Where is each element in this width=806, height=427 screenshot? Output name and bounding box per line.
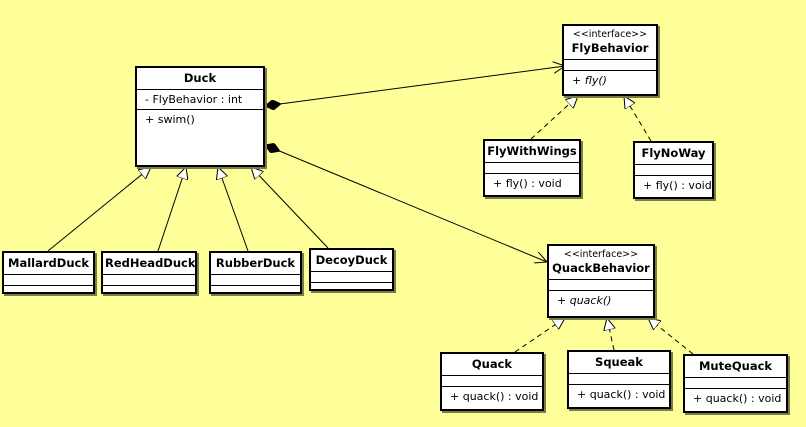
operation: + fly() : void (493, 177, 562, 190)
operation: + quack() : void (450, 390, 539, 403)
class-name: RubberDuck (215, 256, 296, 270)
attributes-section (549, 280, 653, 291)
attributes-section (685, 378, 786, 389)
inherit-redhead-line (157, 167, 186, 252)
operations-section: + fly() : void (485, 174, 579, 193)
realize-mutequack-line (648, 318, 694, 355)
operations-section (211, 286, 300, 296)
composition-quack-line (265, 145, 547, 262)
class-name: FlyWithWings (487, 144, 577, 158)
operations-section: + quack() : void (685, 389, 786, 408)
operation: + quack() : void (577, 388, 666, 401)
realize-flywithwings-line (530, 96, 578, 140)
class-mallardduck[interactable]: MallardDuck (2, 251, 95, 294)
stereotype-label: <<interface>> (563, 249, 639, 260)
interface-flybehavior[interactable]: <<interface>> FlyBehavior + fly() (562, 24, 658, 96)
class-squeak[interactable]: Squeak + quack() : void (567, 350, 671, 409)
realize-flynoway-line (624, 96, 652, 142)
class-decoyduck[interactable]: DecoyDuck (309, 248, 394, 291)
interface-quackbehavior[interactable]: <<interface>> QuackBehavior + quack() (547, 244, 655, 318)
class-duck[interactable]: Duck - FlyBehavior : int + swim() (135, 66, 265, 167)
attributes-section (635, 165, 712, 176)
operations-section: + quack() : void (442, 387, 542, 406)
operation: + swim() (145, 113, 195, 126)
attributes-section (485, 163, 579, 174)
class-flynoway[interactable]: FlyNoWay + fly() : void (633, 141, 714, 199)
attributes-section: - FlyBehavior : int (137, 90, 263, 110)
operation: + fly() : void (643, 179, 712, 192)
operations-section (311, 283, 392, 293)
stereotype-label: <<interface>> (572, 29, 648, 40)
class-name: RedHeadDuck (105, 256, 196, 270)
attributes-section (4, 275, 93, 286)
attributes-section (564, 60, 656, 71)
operations-section: + fly() : void (635, 176, 712, 195)
operation: + fly() (572, 74, 607, 87)
class-flywithwings[interactable]: FlyWithWings + fly() : void (483, 139, 581, 197)
operations-section: + quack() : void (569, 385, 669, 404)
class-name: MallardDuck (8, 256, 89, 270)
attributes-section (211, 275, 300, 286)
class-name: Quack (471, 357, 513, 371)
class-name: DecoyDuck (315, 253, 388, 267)
composition-fly-line (265, 66, 565, 106)
operations-section: + quack() (549, 291, 653, 310)
attributes-section (103, 275, 195, 286)
attributes-section (442, 376, 542, 387)
inherit-mallard-line (47, 167, 151, 252)
class-mutequack[interactable]: MuteQuack + quack() : void (683, 354, 788, 413)
realize-quack-line (514, 318, 565, 353)
operation: + quack() (557, 294, 612, 307)
class-quack[interactable]: Quack + quack() : void (440, 352, 544, 411)
class-name: FlyBehavior (571, 41, 649, 55)
attribute: - FlyBehavior : int (145, 93, 243, 106)
class-name: QuackBehavior (552, 261, 650, 275)
operations-section: + swim() (137, 110, 263, 129)
class-name: Squeak (595, 355, 643, 369)
operations-section (4, 286, 93, 296)
class-rubberduck[interactable]: RubberDuck (209, 251, 302, 294)
attributes-section (569, 374, 669, 385)
attributes-section (311, 272, 392, 283)
operations-section (103, 286, 195, 296)
realize-squeak-line (607, 318, 614, 351)
class-name: Duck (183, 71, 217, 85)
operations-section: + fly() (564, 71, 656, 90)
class-redheadduck[interactable]: RedHeadDuck (101, 251, 197, 294)
inherit-decoy-line (251, 167, 329, 249)
class-name: MuteQuack (698, 359, 773, 373)
operation: + quack() : void (693, 392, 782, 405)
inherit-rubber-line (218, 167, 249, 252)
class-name: FlyNoWay (641, 146, 706, 160)
